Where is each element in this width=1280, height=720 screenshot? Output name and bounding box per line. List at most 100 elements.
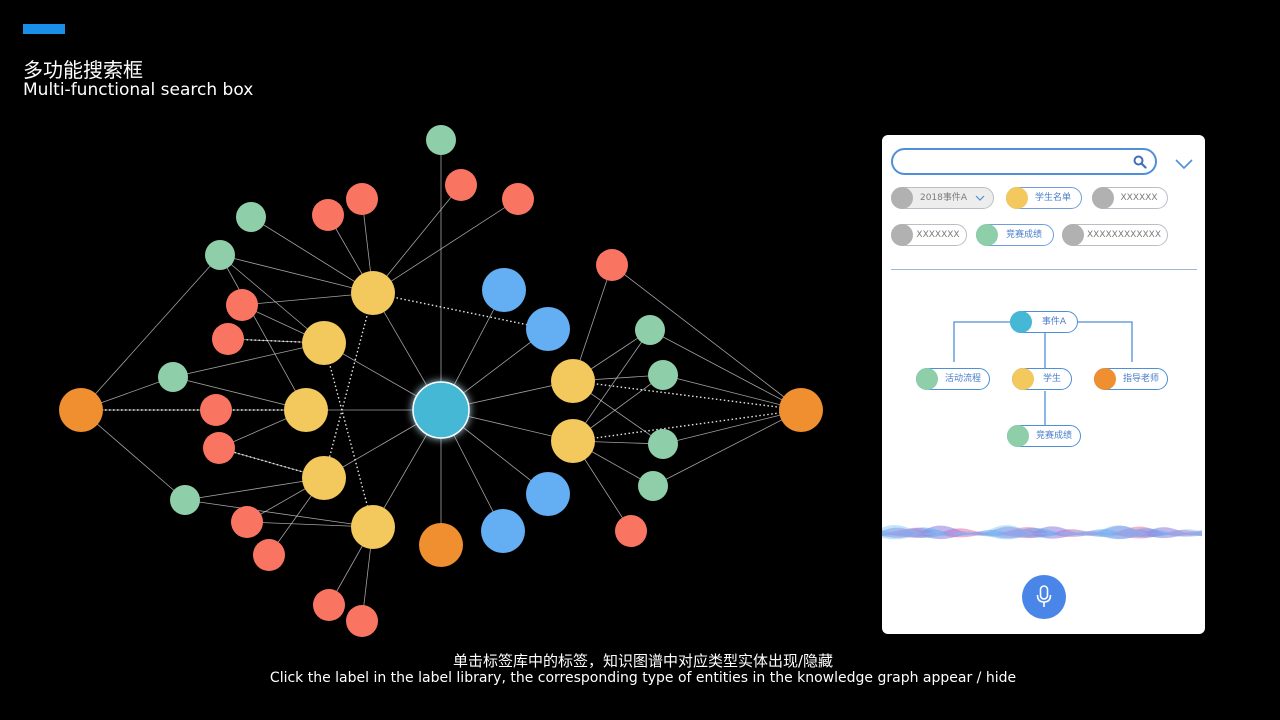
graph-node-red[interactable]: [203, 432, 235, 464]
graph-node-orange[interactable]: [59, 388, 103, 432]
graph-node-green[interactable]: [635, 315, 665, 345]
microphone-button[interactable]: [1022, 575, 1066, 619]
chip-label: XXXXXXXXXXXX: [1087, 230, 1161, 240]
graph-edge: [184, 499, 374, 528]
graph-edge: [662, 374, 802, 411]
graph-node-green[interactable]: [648, 360, 678, 390]
tree-node-child[interactable]: 学生: [1012, 368, 1072, 390]
graph-edge-dotted: [323, 342, 374, 528]
graph-edge: [172, 376, 307, 411]
graph-node-orange[interactable]: [419, 523, 463, 567]
filter-chip[interactable]: XXXXXXXXXXXX: [1062, 224, 1168, 246]
graph-node-red[interactable]: [253, 539, 285, 571]
graph-node-yellow[interactable]: [351, 271, 395, 315]
search-input[interactable]: [891, 148, 1157, 175]
graph-node-orange[interactable]: [779, 388, 823, 432]
graph-node-green[interactable]: [638, 471, 668, 501]
tree-node-child[interactable]: 活动流程: [916, 368, 990, 390]
graph-node-yellow[interactable]: [351, 505, 395, 549]
graph-node-red[interactable]: [615, 515, 647, 547]
graph-node-red[interactable]: [596, 249, 628, 281]
entity-tree: 事件A 活动流程 学生 指导老师竞赛成绩: [882, 295, 1205, 465]
graph-node-red[interactable]: [346, 605, 378, 637]
graph-node-green[interactable]: [236, 202, 266, 232]
graph-edge: [184, 477, 325, 501]
tree-node-root[interactable]: 事件A: [1010, 311, 1078, 333]
caption-cn: 单击标签库中的标签，知识图谱中对应类型实体出现/隐藏: [452, 652, 834, 670]
chip-color-dot: [891, 224, 913, 246]
graph-edge: [572, 329, 651, 442]
tree-node-grandchild[interactable]: 竞赛成绩: [1007, 425, 1081, 447]
graph-edge-dotted: [572, 380, 802, 411]
graph-node-red[interactable]: [200, 394, 232, 426]
graph-node-red[interactable]: [231, 506, 263, 538]
accent-bar: [23, 24, 65, 34]
graph-node-green[interactable]: [170, 485, 200, 515]
tree-node-dot: [1094, 368, 1116, 390]
caption-en: Click the label in the label library, th…: [269, 670, 1017, 686]
graph-edge: [219, 254, 325, 344]
graph-node-yellow[interactable]: [284, 388, 328, 432]
graph-edge: [250, 216, 374, 294]
chip-color-dot: [891, 187, 913, 209]
page-subtitle: Multi-functional search box: [23, 80, 254, 100]
microphone-icon: [1036, 585, 1052, 607]
wave-strand: [882, 525, 1202, 540]
graph-node-red[interactable]: [346, 183, 378, 215]
search-icon[interactable]: [1133, 155, 1147, 169]
filter-chip[interactable]: 竞赛成绩: [976, 224, 1054, 246]
graph-node-red[interactable]: [212, 323, 244, 355]
graph-edge: [611, 264, 802, 411]
graph-edge-dotted: [372, 292, 549, 330]
graph-node-green[interactable]: [158, 362, 188, 392]
graph-node-blue[interactable]: [526, 472, 570, 516]
graph-node-red[interactable]: [313, 589, 345, 621]
chevron-down-icon[interactable]: [975, 193, 985, 203]
graph-node-blue[interactable]: [482, 268, 526, 312]
tree-node-dot: [1010, 311, 1032, 333]
graph-node-yellow[interactable]: [302, 321, 346, 365]
graph-node-blue[interactable]: [481, 509, 525, 553]
graph-node-center[interactable]: [412, 381, 470, 439]
graph-node-red[interactable]: [502, 183, 534, 215]
tree-node-label: 指导老师: [1122, 374, 1159, 384]
graph-node-red[interactable]: [226, 289, 258, 321]
tree-node-label: 活动流程: [944, 374, 981, 384]
graph-edge: [219, 254, 307, 411]
tree-connectors: [953, 321, 1133, 425]
filter-chip[interactable]: XXXXXXX: [891, 224, 967, 246]
graph-edge: [649, 329, 802, 411]
filter-chip[interactable]: 2018事件A: [891, 187, 994, 209]
tree-node-child[interactable]: 指导老师: [1094, 368, 1168, 390]
graph-edge: [372, 184, 462, 294]
tree-node-dot: [1012, 368, 1034, 390]
graph-node-green[interactable]: [205, 240, 235, 270]
graph-node-red[interactable]: [312, 199, 344, 231]
filter-chip[interactable]: 学生名单: [1006, 187, 1082, 209]
page-title: 多功能搜索框: [23, 58, 143, 82]
tree-node-label: 事件A: [1041, 317, 1067, 327]
tree-node-dot: [1007, 425, 1029, 447]
tree-node-label: 竞赛成绩: [1035, 431, 1072, 441]
graph-node-red[interactable]: [445, 169, 477, 201]
chip-color-dot: [976, 224, 998, 246]
chip-color-dot: [1092, 187, 1114, 209]
filter-chip[interactable]: XXXXXX: [1092, 187, 1168, 209]
graph-node-blue[interactable]: [526, 307, 570, 351]
chip-label: XXXXXXX: [916, 230, 960, 240]
graph-edge: [80, 409, 186, 501]
graph-edge-dotted: [323, 292, 374, 479]
graph-node-yellow[interactable]: [551, 419, 595, 463]
graph-edge: [662, 409, 802, 445]
graph-node-yellow[interactable]: [551, 359, 595, 403]
chevron-down-icon[interactable]: [1174, 157, 1194, 171]
graph-edge: [172, 342, 325, 378]
knowledge-graph[interactable]: [0, 0, 860, 650]
divider: [891, 269, 1197, 270]
graph-node-yellow[interactable]: [302, 456, 346, 500]
chip-label: XXXXXX: [1120, 193, 1158, 203]
chip-label: 学生名单: [1034, 193, 1071, 203]
graph-node-green[interactable]: [426, 125, 456, 155]
graph-node-green[interactable]: [648, 429, 678, 459]
